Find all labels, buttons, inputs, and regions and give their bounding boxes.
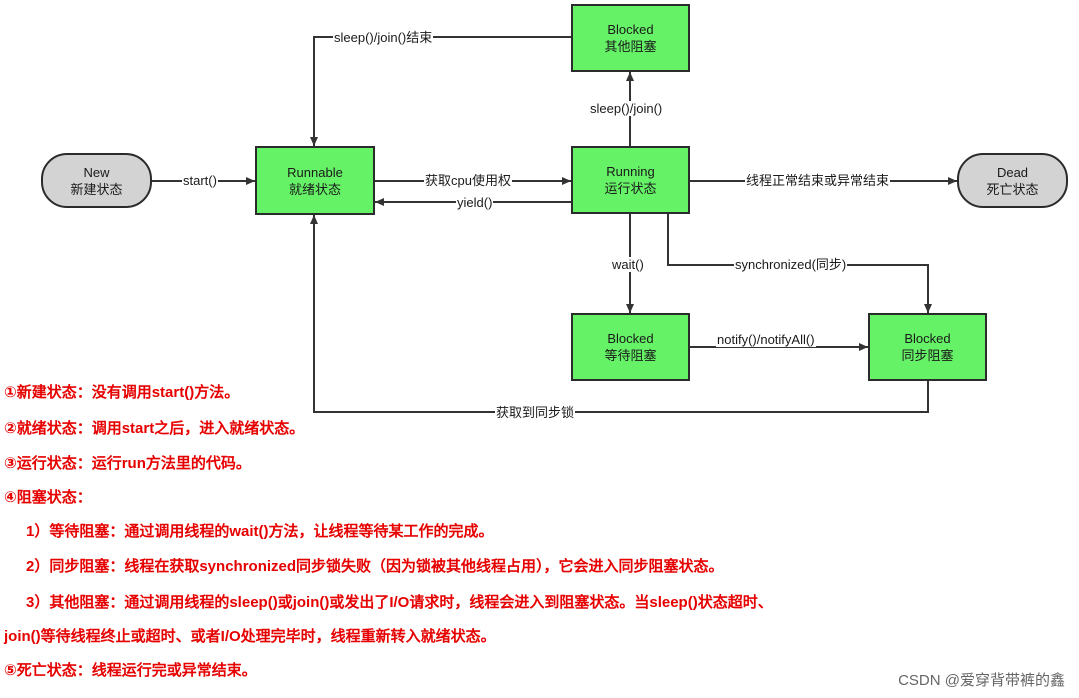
desc-other-blocked-cont: join()等待线程终止或超时、或者I/O处理完毕时，线程重新转入就绪状态。: [4, 628, 496, 645]
node-blocked-wait-subtitle: 等待阻塞: [604, 348, 657, 363]
desc-dead-state: ⑤死亡状态：线程运行完或异常结束。: [4, 662, 257, 679]
edge-label-get-lock: 获取到同步锁: [495, 405, 576, 420]
edge-label-get-cpu: 获取cpu使用权: [424, 173, 512, 188]
node-blocked-other-title: Blocked: [607, 22, 654, 37]
node-running: Running 运行状态: [571, 146, 690, 214]
edge-label-notify: notify()/notifyAll(): [716, 332, 816, 347]
edge-label-synchronized: synchronized(同步): [734, 257, 848, 272]
node-new-title: New: [83, 164, 110, 180]
edge-label-finish: 线程正常结束或异常结束: [745, 173, 891, 188]
desc-runnable-state: ②就绪状态：调用start之后，进入就绪状态。: [4, 420, 305, 437]
node-running-subtitle: 运行状态: [604, 181, 657, 196]
desc-blocked-state: ④阻塞状态：: [4, 489, 92, 506]
node-dead-subtitle: 死亡状态: [986, 181, 1039, 197]
node-blocked-wait-title: Blocked: [607, 331, 654, 346]
node-runnable: Runnable 就绪状态: [255, 146, 375, 215]
watermark: CSDN @爱穿背带裤的鑫: [898, 672, 1065, 689]
edge-get-lock: [310, 215, 929, 413]
node-new: New 新建状态: [41, 153, 152, 208]
node-dead-title: Dead: [996, 164, 1029, 180]
node-blocked-other: Blocked 其他阻塞: [571, 4, 690, 72]
edge-label-sleep-join-end: sleep()/join()结束: [333, 30, 434, 45]
edge-label-sleep-join: sleep()/join(): [589, 101, 664, 116]
node-runnable-subtitle: 就绪状态: [288, 181, 341, 197]
node-dead: Dead 死亡状态: [957, 153, 1068, 208]
desc-wait-blocked: 1）等待阻塞：通过调用线程的wait()方法，让线程等待某工作的完成。: [26, 523, 494, 540]
edge-sleep-join-end: [310, 36, 571, 146]
edge-label-start: start(): [182, 173, 218, 188]
node-blocked-sync-subtitle: 同步阻塞: [901, 348, 954, 363]
desc-running-state: ③运行状态：运行run方法里的代码。: [4, 455, 251, 472]
node-blocked-wait: Blocked 等待阻塞: [571, 313, 690, 381]
edge-label-wait: wait(): [611, 257, 645, 272]
desc-other-blocked: 3）其他阻塞：通过调用线程的sleep()或join()或发出了I/O请求时，线…: [26, 594, 773, 611]
desc-sync-blocked: 2）同步阻塞：线程在获取synchronized同步锁失败（因为锁被其他线程占用…: [26, 558, 724, 575]
node-blocked-sync: Blocked 同步阻塞: [868, 313, 987, 381]
node-new-subtitle: 新建状态: [70, 181, 123, 197]
edge-label-yield: yield(): [456, 195, 494, 210]
node-blocked-sync-title: Blocked: [904, 331, 951, 346]
node-blocked-other-subtitle: 其他阻塞: [604, 39, 657, 54]
node-running-title: Running: [606, 164, 655, 179]
node-runnable-title: Runnable: [287, 164, 343, 180]
desc-new-state: ①新建状态：没有调用start()方法。: [4, 384, 240, 401]
